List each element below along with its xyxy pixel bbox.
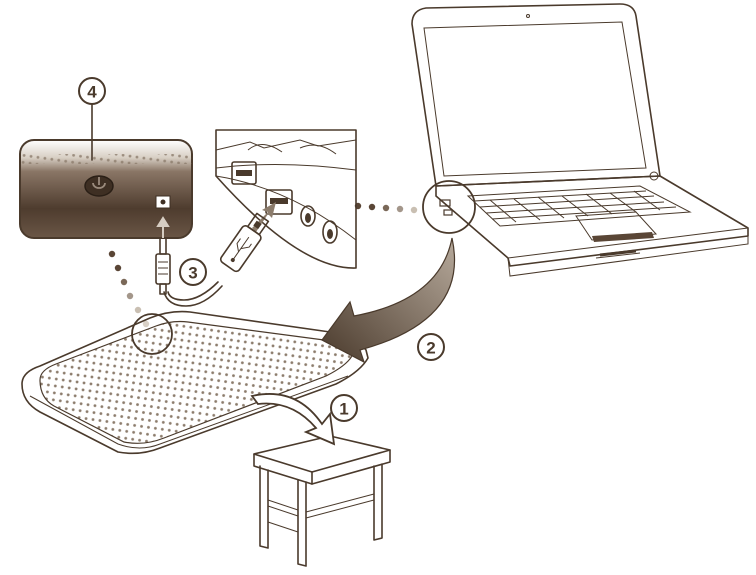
power-icon xyxy=(85,176,113,196)
step-4: 4 xyxy=(79,78,105,104)
svg-text:1: 1 xyxy=(339,400,348,419)
dc-plug xyxy=(156,236,170,294)
step-1: 1 xyxy=(331,395,357,421)
svg-text:4: 4 xyxy=(87,83,97,102)
step-2: 2 xyxy=(418,334,444,360)
laptop xyxy=(412,4,748,276)
svg-text:3: 3 xyxy=(188,264,197,283)
arrow-pad-to-stool xyxy=(252,394,334,444)
stool xyxy=(254,436,390,566)
dotted-link-laptop xyxy=(355,203,417,213)
step-3: 3 xyxy=(180,259,206,285)
power-panel-detail xyxy=(20,140,192,238)
svg-text:2: 2 xyxy=(426,339,435,358)
usb-port-detail xyxy=(216,130,356,268)
usb-icon xyxy=(227,234,254,265)
webcam-icon xyxy=(527,15,530,18)
